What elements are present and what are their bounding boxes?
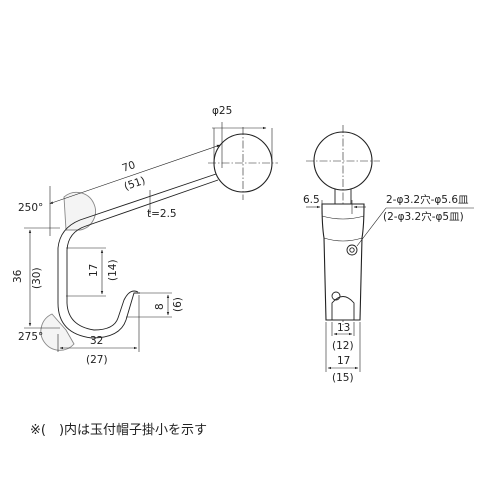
angle-bottom-label: 275° [18, 331, 43, 343]
hole-label: 2-φ3.2穴-φ5.6皿 [386, 193, 469, 206]
screw-hole-top [346, 244, 358, 256]
hook-rod-inner [66, 179, 219, 331]
height-small-label: (30) [31, 267, 43, 289]
width-label: 32 [90, 335, 103, 347]
front-view: 6.5 2-φ3.2穴-φ5.6皿 (2-φ3.2穴-φ5皿) 13 (12) … [303, 125, 474, 384]
outer-width-label: 17 [337, 355, 350, 367]
inner-width-label: 13 [337, 322, 350, 334]
length-label: 70 [121, 159, 138, 175]
plate-thickness-label: 6.5 [303, 194, 320, 206]
hook-rod-outer [57, 173, 217, 339]
inner-height-small-label: (14) [107, 259, 119, 281]
height-label: 36 [12, 269, 24, 283]
angle-arc-bottom [40, 313, 75, 351]
outer-width-small-label: (15) [332, 372, 354, 384]
hook-height-label: 8 [154, 303, 166, 310]
side-view: φ25 70 (51) t=2.5 250° 275° 36 (30) 17 (… [12, 105, 278, 366]
footnote: ※( )内は玉付帽子掛小を示す [30, 423, 208, 438]
thickness-label: t=2.5 [147, 208, 177, 220]
screw-hole-bottom [331, 291, 341, 301]
width-small-label: (27) [86, 354, 108, 366]
angle-top-label: 250° [18, 202, 43, 214]
inner-height-label: 17 [88, 264, 100, 277]
ball-diameter-label: φ25 [212, 105, 232, 117]
inner-width-small-label: (12) [332, 340, 354, 352]
mounting-plate [321, 203, 365, 321]
hook-height-small-label: (6) [172, 297, 184, 312]
hole-small-label: (2-φ3.2穴-φ5皿) [383, 210, 464, 223]
